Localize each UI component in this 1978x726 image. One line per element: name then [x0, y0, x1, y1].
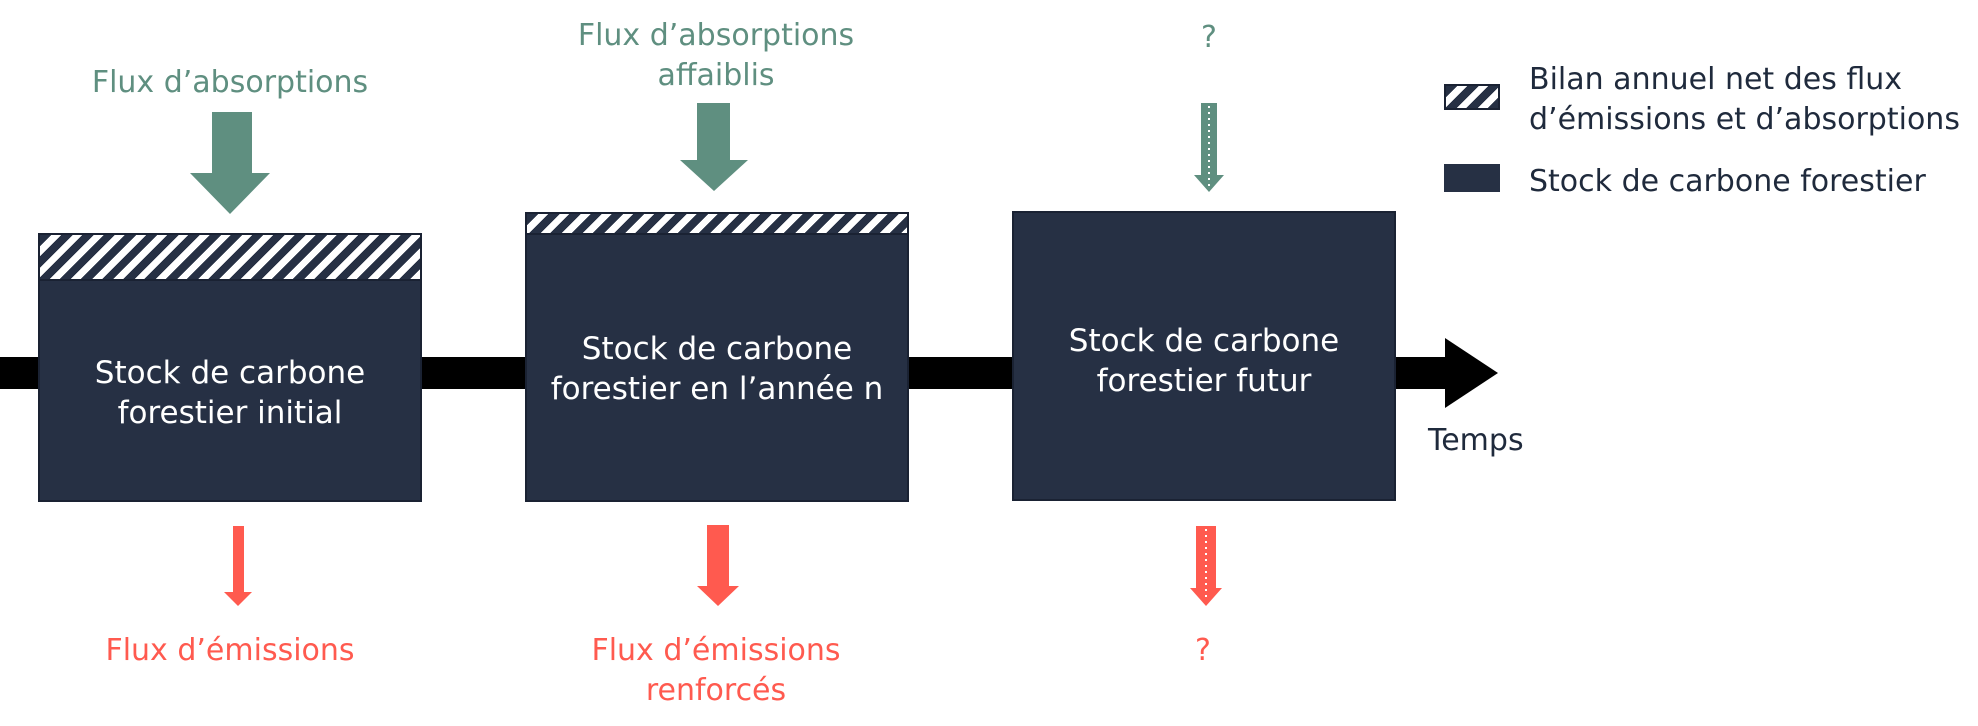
absorption-label-3: ?	[1201, 20, 1217, 55]
stock-label-3-line2: forestier futur	[1096, 363, 1312, 399]
stock-label-2-line2: forestier en l’année n	[550, 371, 884, 407]
stock-label-1-line1: Stock de carbone	[94, 355, 366, 391]
legend-hatch-label-line1: Bilan annuel net des flux	[1529, 62, 1903, 97]
emission-label-3: ?	[1195, 633, 1211, 668]
net-balance-hatch-1	[38, 233, 422, 281]
absorption-label-2-line2: affaiblis	[657, 58, 775, 93]
legend-hatch-label: Bilan annuel net des flux d’émissions et…	[1529, 60, 1960, 140]
time-axis-arrowhead	[1445, 338, 1498, 408]
legend-solid-swatch	[1444, 164, 1500, 192]
axis-label-time: Temps	[1428, 423, 1524, 458]
legend-solid-label: Stock de carbone forestier	[1529, 164, 1926, 199]
emission-label-2: Flux d’émissions renforcés	[566, 631, 866, 711]
stock-label-3-line1: Stock de carbone	[1068, 323, 1340, 359]
emission-arrow-3-dotted	[1190, 526, 1222, 606]
emission-arrow-2	[697, 525, 739, 606]
absorption-label-2-line1: Flux d’absorptions	[577, 18, 855, 53]
stock-label-1-line2: forestier initial	[117, 395, 343, 431]
emission-label-1: Flux d’émissions	[105, 633, 355, 668]
legend-hatch-label-line2: d’émissions et d’absorptions	[1529, 102, 1960, 137]
absorption-arrow-3-dotted	[1194, 103, 1224, 192]
absorption-label-2: Flux d’absorptions affaiblis	[566, 16, 866, 96]
stock-box-3: Stock de carbone forestier futur	[1012, 211, 1396, 501]
net-balance-hatch-2	[525, 212, 909, 235]
emission-label-2-line1: Flux d’émissions	[591, 633, 841, 668]
stock-box-1: Stock de carbone forestier initial	[38, 279, 422, 502]
stock-label-2-line1: Stock de carbone	[581, 331, 853, 367]
absorption-arrow-2	[680, 103, 748, 191]
absorption-arrow-1	[190, 112, 270, 214]
absorption-label-1: Flux d’absorptions	[91, 65, 369, 100]
stock-box-2: Stock de carbone forestier en l’année n	[525, 233, 909, 502]
legend-hatch-swatch	[1444, 84, 1500, 110]
emission-label-2-line2: renforcés	[645, 673, 787, 708]
emission-arrow-1	[224, 526, 252, 606]
